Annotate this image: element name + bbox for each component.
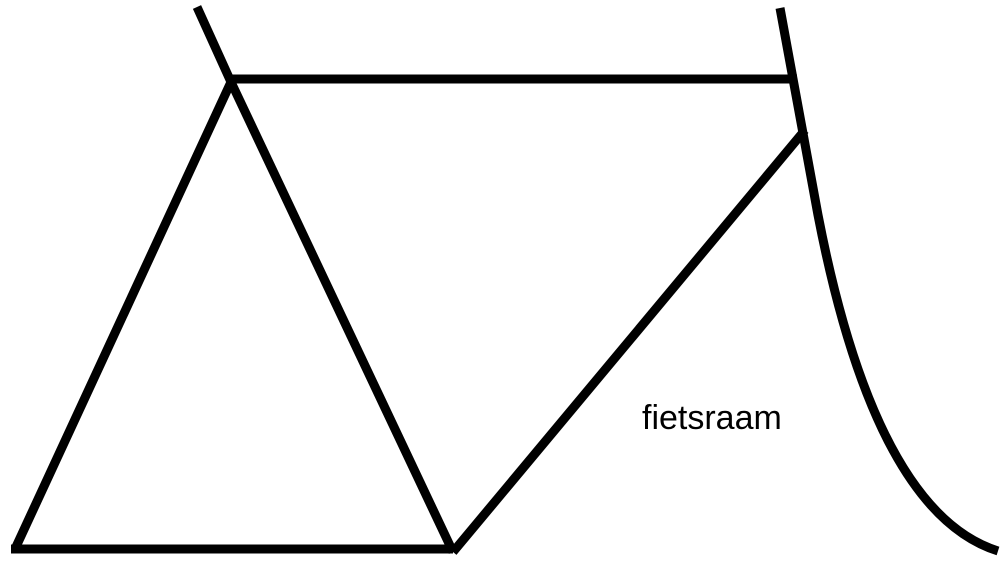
diagonal-stay	[449, 127, 809, 555]
head-tube-extension	[192, 5, 236, 84]
down-tube	[226, 80, 458, 554]
seat-tube-curve	[775, 7, 1000, 556]
frame-lines	[10, 5, 1000, 556]
frame-label: fietsraam	[642, 399, 782, 437]
front-fork-line	[10, 80, 236, 551]
